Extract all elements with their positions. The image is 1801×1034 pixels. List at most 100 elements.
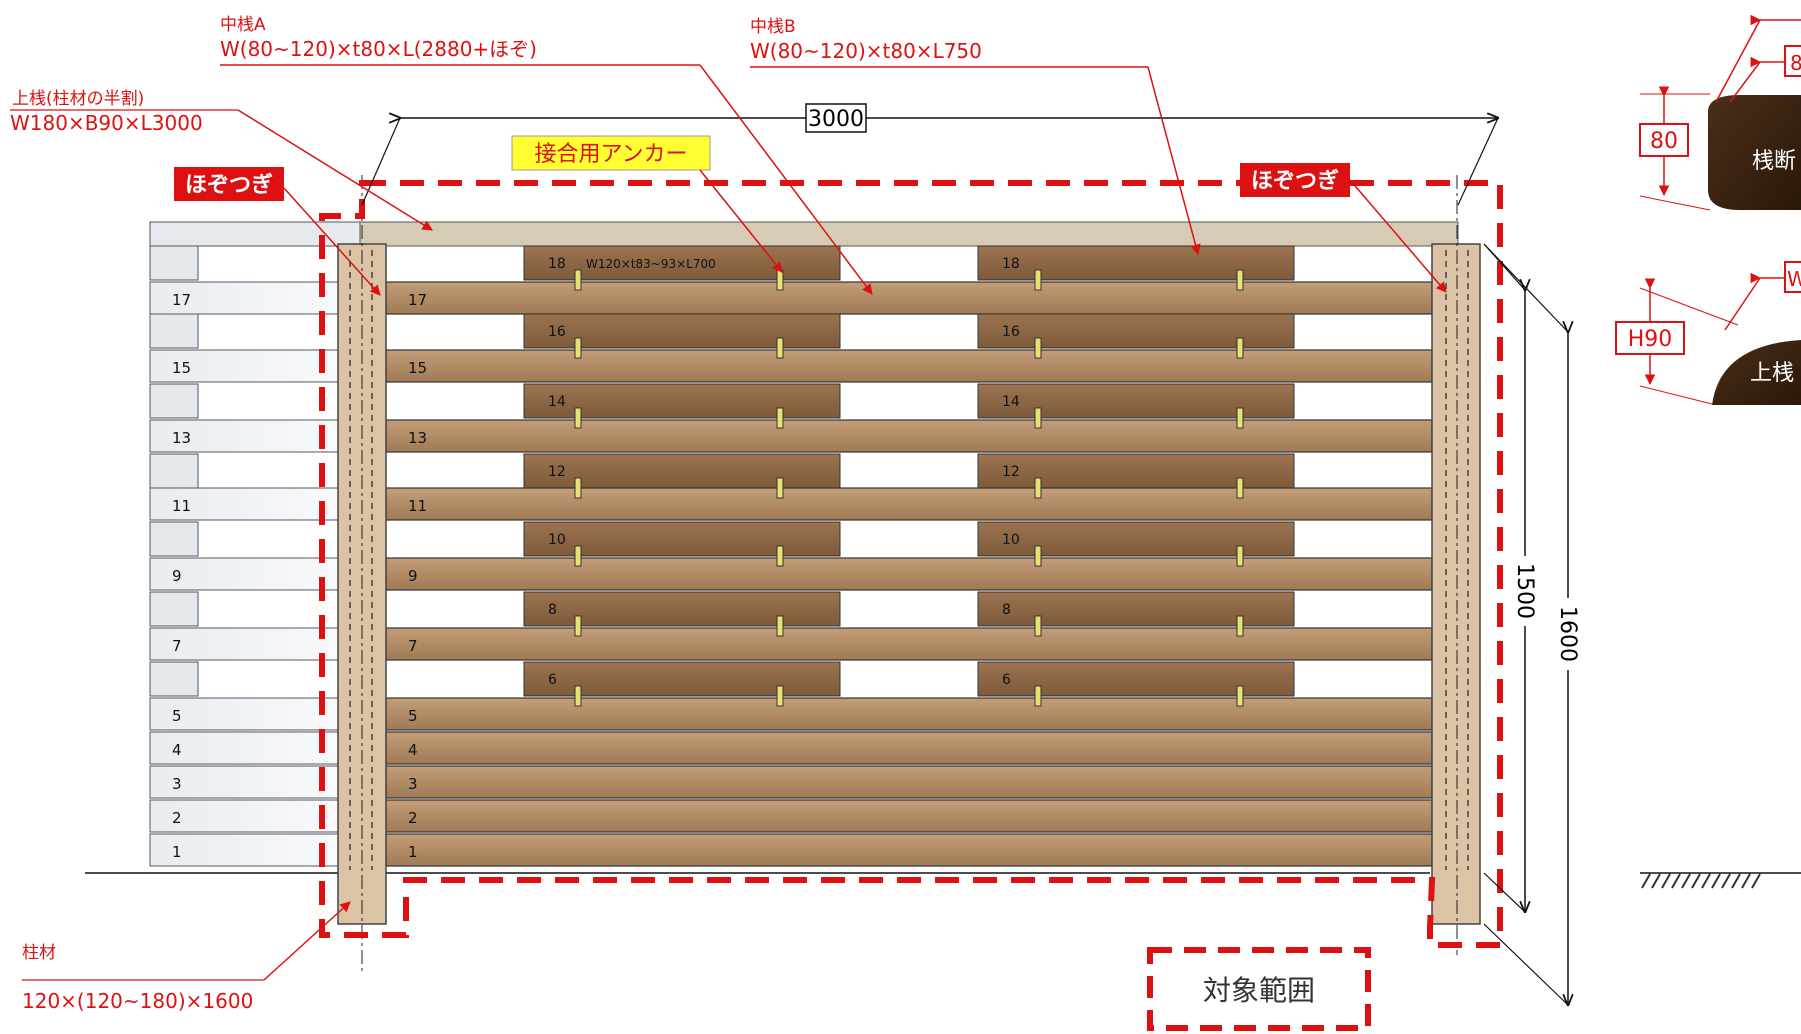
post-title: 中桟A [220,15,266,35]
adjacent-rail-number: 7 [172,637,182,655]
block-number: 10 [1002,532,1020,548]
right-label-a: 8 [1790,51,1801,75]
beam-b-leader [1147,66,1201,256]
top-beam-leader [237,109,433,231]
right-leader-2 [1729,61,1761,103]
section-h90: H90 [1628,327,1673,352]
anchor-pin [776,407,784,429]
anchor-leader [699,169,783,273]
block-number: 6 [548,672,557,688]
anchor-pin [1236,545,1244,567]
rail-number: 17 [408,291,427,309]
adjacent-rail-0 [149,281,339,315]
anchor-pin [574,337,582,359]
adjacent-rail-1 [149,349,339,383]
adjacent-rail-number: 17 [172,291,191,309]
adjacent-rail-number: 5 [172,707,182,725]
anchor-pin [776,545,784,567]
right-leader-3 [1724,277,1761,331]
width-dimension-box [805,103,867,133]
width-ext-left [361,117,401,206]
rail-number: 9 [408,567,418,585]
block-number: 14 [1002,394,1020,410]
adjacent-rail-number: 9 [172,567,182,585]
block-5-0 [523,591,841,627]
anchor-pin [574,407,582,429]
block-4-0 [523,521,841,557]
anchor-pin [1034,477,1042,499]
post-right [1431,243,1481,925]
centerlines [361,175,1458,975]
block-6-0 [523,661,841,697]
rail-5 [385,627,1433,661]
tenon-right: ほぞつぎ [1251,168,1339,194]
dim-1600-ext-bot [1483,923,1569,1006]
anchor-pin [776,477,784,499]
adjacent-block-2 [149,383,199,419]
block-1-1 [977,313,1295,349]
dim-1500-ext-bot [1483,872,1526,913]
dim-1600-ext-top [1483,243,1569,333]
section-b-label: 上桟 [1750,361,1794,386]
block-5-1 [977,591,1295,627]
adjacent-rail-number: 1 [172,843,182,861]
adjacent-rail-10 [149,833,339,867]
rail-number: 3 [408,775,418,793]
rail-8 [385,765,1433,799]
adjacent-rail-5 [149,627,339,661]
tenon-right-leader [1349,179,1447,293]
anchor-pin [776,685,784,707]
rail-10 [385,833,1433,867]
tenon-left: ほぞつぎ [185,172,273,198]
block-0-1 [977,245,1295,281]
rail-0 [385,281,1433,315]
rail-number: 5 [408,707,418,725]
section-a-label: 桟断 [1752,149,1796,174]
anchor-pin [1034,545,1042,567]
section-log-bottom [1712,340,1801,405]
block-number: 16 [1002,324,1020,340]
rail-9 [385,799,1433,833]
scope-boundary [319,180,1503,948]
adjacent-block-4 [149,521,199,557]
anchor-pin [1236,337,1244,359]
tenon-left-box [174,167,284,201]
top-beam-adjacent [149,221,361,247]
anchor-pin [574,269,582,291]
anchor-pin [574,685,582,707]
rail-4 [385,557,1433,591]
adjacent-block-3 [149,453,199,489]
ground-hatch [1641,873,1761,889]
post-spec: W(80~120)×t80×L(2880+ほぞ) [220,37,537,61]
block-3-1 [977,453,1295,489]
block-number: 12 [548,464,566,480]
right-leader-1 [1715,19,1761,103]
adjacent-block-5 [149,591,199,627]
block-number: 10 [548,532,566,548]
adjacent-rail-number: 2 [172,809,182,827]
scope-legend: 対象範囲 [1203,974,1315,1007]
block-2-1 [977,383,1295,419]
adjacent-rail-9 [149,799,339,833]
block-6-1 [977,661,1295,697]
width-dimension: 3000 [808,107,864,132]
dim-1600: 1600 [1555,606,1580,662]
block-number: 16 [548,324,566,340]
beam-b-spec: W(80~120)×t80×L750 [750,39,982,63]
dim-1500-bg [1512,556,1538,626]
top-beam-spec: W180×B90×L3000 [10,111,203,135]
rail-number: 4 [408,741,418,759]
anchor-pin [1034,337,1042,359]
anchor-pin [1034,407,1042,429]
tenon-right-box [1240,163,1350,197]
block-2-0 [523,383,841,419]
anchor-pin [1236,685,1244,707]
rail-number: 11 [408,497,427,515]
section-80: 80 [1650,129,1678,154]
top-beam [149,221,1459,247]
pillar-leader [263,901,351,981]
anchor-box [511,135,711,171]
rail-number: 13 [408,429,427,447]
anchor-pin [574,615,582,637]
